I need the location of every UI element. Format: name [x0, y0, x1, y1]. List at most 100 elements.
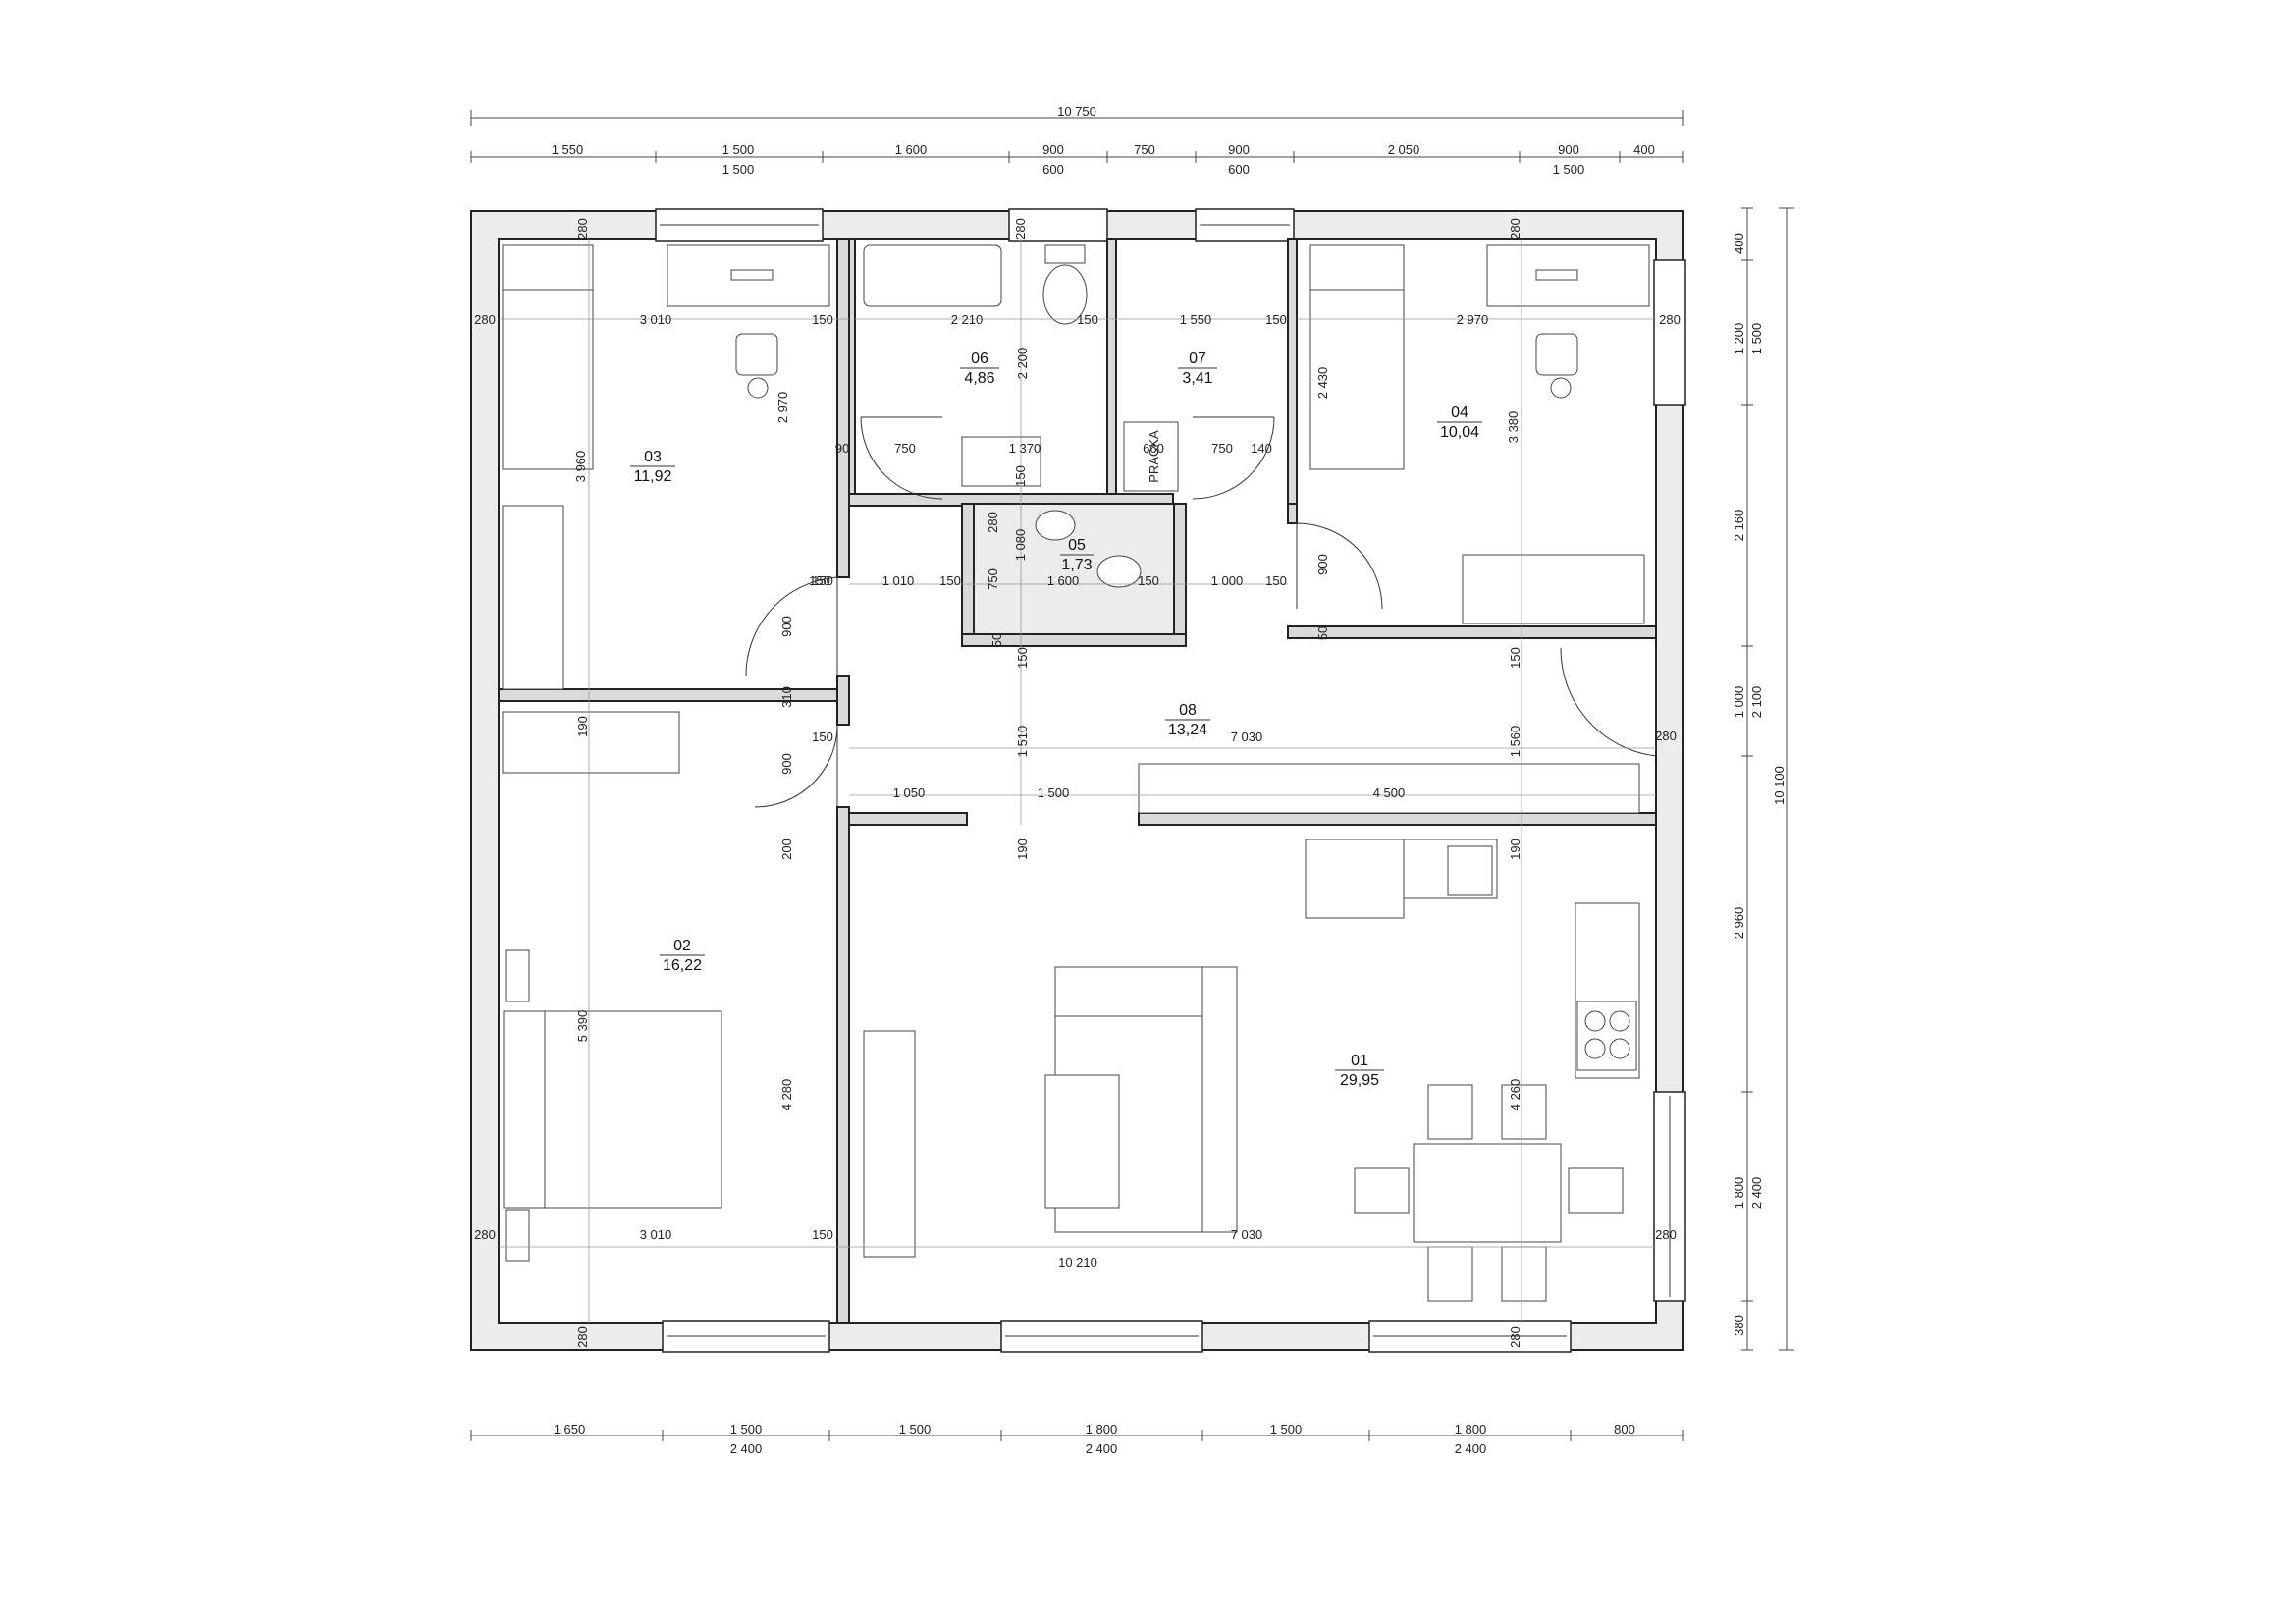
dim-overall-height: 10 100: [1772, 766, 1787, 805]
dim-bottom-seg-2: 1 500: [730, 1422, 763, 1436]
dim-inner: 4 280: [779, 1079, 794, 1111]
dim-inner: 4 260: [1508, 1079, 1522, 1111]
dim-inner: 190: [575, 716, 590, 737]
dim-right-seg-7: 380: [1732, 1315, 1746, 1336]
dim-inner: 3 010: [640, 1227, 672, 1242]
dim-inner: 1 000: [1211, 573, 1244, 588]
inner-dimensions: 280 280 280 280 280 280 280 280 280 280 …: [474, 218, 1681, 1348]
dim-inner: 140: [1251, 441, 1272, 456]
dim-inner: 1 600: [1047, 573, 1080, 588]
room-03-area: 11,92: [634, 468, 672, 485]
dim-bottom-opening-3: 2 400: [1455, 1441, 1487, 1456]
dim-inner: 900: [779, 753, 794, 775]
dim-inner: 1 010: [882, 573, 915, 588]
dim-inner: 280: [1508, 218, 1522, 240]
room-08-number: 08: [1179, 702, 1197, 719]
dim-top-opening-1: 1 500: [722, 162, 755, 177]
dim-inner: 280: [1659, 312, 1681, 327]
dim-inner: 2 200: [1015, 348, 1030, 380]
door-room-07: [1192, 416, 1275, 500]
room-01-number: 01: [1351, 1053, 1368, 1069]
dim-bottom-seg-1: 1 650: [554, 1422, 586, 1436]
dim-inner: 2 970: [1457, 312, 1489, 327]
laundry-label: PRAČKA: [1147, 430, 1161, 483]
dim-inner: 2 970: [775, 392, 790, 424]
dim-bottom-seg-5: 1 500: [1270, 1422, 1303, 1436]
dim-inner: 310: [779, 686, 794, 708]
dim-inner: 280: [474, 312, 496, 327]
dim-inner: 2 210: [951, 312, 984, 327]
dim-inner: 900: [1315, 554, 1330, 575]
dim-inner: 50: [989, 633, 1004, 647]
dim-inner: 150: [1013, 465, 1028, 487]
dim-inner: 1 080: [1013, 529, 1028, 562]
room-06-area: 4,86: [964, 370, 994, 387]
dim-inner: 150: [1138, 573, 1159, 588]
dim-right-seg-3: 2 160: [1732, 510, 1746, 542]
room-03-number: 03: [644, 449, 662, 465]
room-04-number: 04: [1451, 405, 1468, 421]
room-05-number: 05: [1068, 537, 1086, 554]
dim-inner: 150: [1508, 647, 1522, 669]
dim-inner: 280: [1508, 1326, 1522, 1348]
dim-inner: 1 370: [1009, 441, 1041, 456]
dim-inner: 200: [779, 839, 794, 860]
dim-inner: 2 430: [1315, 367, 1330, 400]
room-01-area: 29,95: [1340, 1072, 1379, 1089]
interior-walls: [498, 238, 1657, 1324]
dim-inner: 150: [1015, 647, 1030, 669]
dim-inner: 4 500: [1373, 785, 1406, 800]
door-room-02: [754, 724, 838, 808]
dim-top-seg-1: 1 550: [552, 142, 584, 157]
window-top-3: [1008, 208, 1108, 242]
dim-right-seg-1: 400: [1732, 233, 1746, 254]
dim-inner: 1 560: [1508, 726, 1522, 758]
dim-inner: 5 390: [575, 1010, 590, 1043]
door-room-08-entry: [1560, 647, 1657, 757]
door-room-06: [860, 416, 943, 500]
doors: [745, 416, 1657, 808]
dim-top-opening-3: 600: [1228, 162, 1250, 177]
dim-top-seg-6: 900: [1228, 142, 1250, 157]
room-07-area: 3,41: [1182, 370, 1212, 387]
room-labels: 01 29,95 02 16,22 03 11,92 04 10,04 05 1…: [630, 351, 1482, 1089]
dim-right-opening-2: 2 100: [1749, 686, 1764, 719]
room-02-area: 16,22: [663, 957, 702, 974]
dim-top-seg-5: 750: [1134, 142, 1155, 157]
dim-inner: 750: [1211, 441, 1233, 456]
dim-inner: 10 210: [1058, 1255, 1097, 1270]
dim-bottom-seg-7: 800: [1614, 1422, 1635, 1436]
dim-right-seg-5: 2 960: [1732, 907, 1746, 940]
dim-inner: 1 550: [1180, 312, 1212, 327]
dim-inner: 750: [986, 568, 1000, 590]
dim-top-seg-8: 900: [1558, 142, 1579, 157]
room-06-number: 06: [971, 351, 988, 367]
dim-bottom-seg-3: 1 500: [899, 1422, 932, 1436]
dim-inner: 660: [1143, 441, 1164, 456]
dim-inner: 50: [1315, 626, 1330, 640]
dim-inner: 750: [894, 441, 916, 456]
dim-bottom-seg-6: 1 800: [1455, 1422, 1487, 1436]
dim-inner: 900: [779, 616, 794, 637]
dim-bottom-opening-2: 2 400: [1086, 1441, 1118, 1456]
dim-inner: 280: [474, 1227, 496, 1242]
dimension-chain-bottom: 1 650 1 500 1 500 1 800 1 500 1 800 800 …: [470, 1422, 1684, 1456]
dim-inner: 190: [1508, 839, 1522, 860]
dim-inner: 150: [809, 573, 830, 588]
dim-inner: 280: [1655, 1227, 1677, 1242]
dim-right-opening-1: 1 500: [1749, 323, 1764, 355]
dim-inner: 7 030: [1231, 730, 1263, 744]
room-08-area: 13,24: [1168, 722, 1207, 738]
dim-inner: 150: [812, 730, 833, 744]
door-room-03: [745, 576, 838, 677]
window-right-1: [1653, 259, 1686, 406]
dim-bottom-seg-4: 1 800: [1086, 1422, 1118, 1436]
dim-inner: 1 510: [1015, 726, 1030, 758]
dim-inner: 280: [575, 1326, 590, 1348]
dim-inner: 1 050: [893, 785, 926, 800]
door-room-04: [1296, 522, 1383, 610]
dim-inner: 280: [1655, 729, 1677, 743]
dim-inner: 150: [812, 573, 833, 588]
dim-top-opening-2: 600: [1042, 162, 1064, 177]
